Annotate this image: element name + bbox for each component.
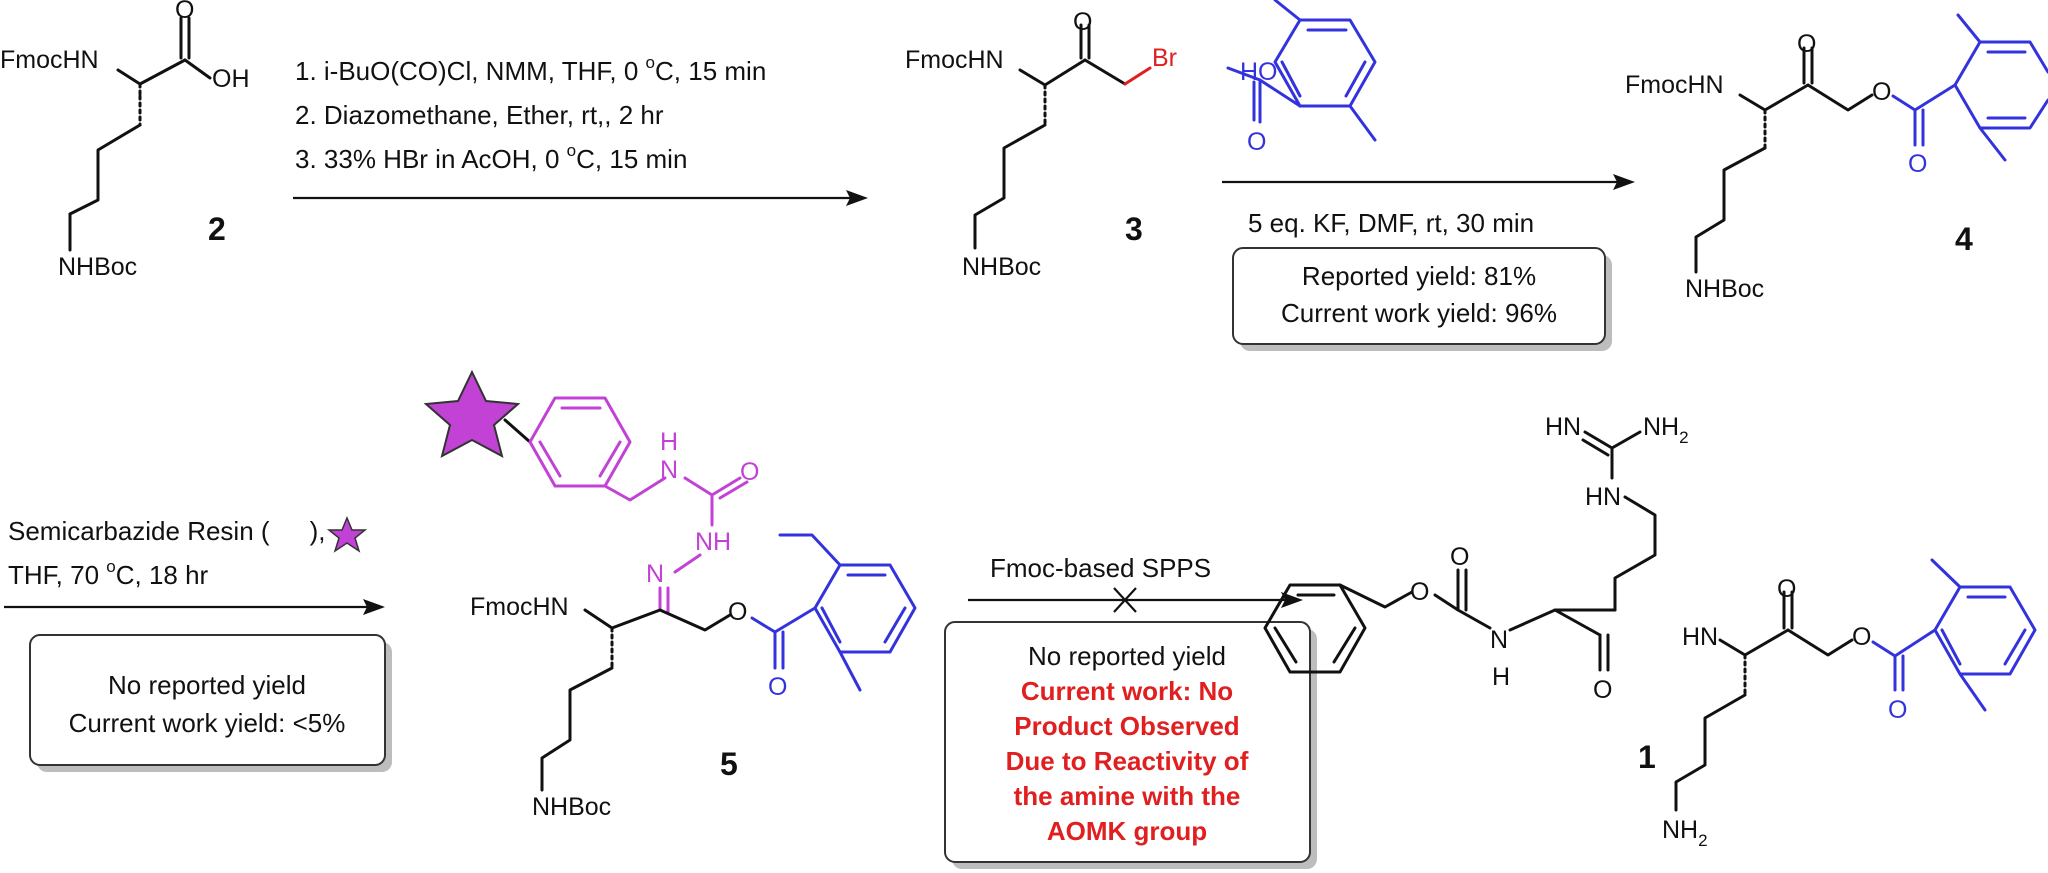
step4-result-line1: Current work: No (1021, 676, 1233, 706)
compound-5: H N O NH N FmocHN O O NHBoc 5 (423, 369, 917, 821)
bromine-label: Br (1152, 44, 1177, 72)
carbamate-carbonyl-o-label: O (1450, 543, 1469, 571)
step4-yield-box (944, 621, 1311, 863)
amide-o-label: O (1593, 676, 1612, 704)
step4-conditions: Fmoc-based SPPS (990, 553, 1211, 583)
ketone-o-label: O (1797, 30, 1816, 58)
ester-o-label: O (1852, 623, 1871, 651)
step3-reported-yield: No reported yield (108, 670, 306, 700)
urea-o-label: O (740, 458, 759, 486)
step3-yield-box (29, 634, 386, 766)
fmochn-label: FmocHN (470, 593, 569, 621)
nhboc-label: NHBoc (532, 793, 611, 821)
imine-hn-label: HN (1545, 413, 1581, 441)
carbamate-n-label: N (1490, 626, 1508, 654)
fmochn-label: FmocHN (905, 46, 1004, 74)
step3-line2: THF, 70 oC, 18 hr (8, 557, 209, 590)
ketone-o-label: O (1777, 575, 1796, 603)
ester-carbonyl-o-label: O (1908, 150, 1927, 178)
step-4: Fmoc-based SPPS No reported yield Curren… (944, 553, 1317, 869)
hydrazone-n-label: N (646, 560, 664, 588)
step3-line1: Semicarbazide Resin (), (8, 516, 325, 546)
amide-hn-label: HN (1682, 623, 1718, 651)
fmochn-label: FmocHN (0, 46, 99, 74)
acid-ho-label: HO (1240, 58, 1278, 86)
compound-2-number: 2 (208, 211, 226, 247)
ester-o-label: O (1872, 78, 1891, 106)
failed-reaction-cross-icon (1113, 587, 1137, 613)
step2-conditions: 5 eq. KF, DMF, rt, 30 min (1248, 208, 1534, 238)
urea-h-label: H (660, 428, 678, 456)
nhboc-label: NHBoc (962, 253, 1041, 281)
step-3: Semicarbazide Resin (), THF, 70 oC, 18 h… (4, 516, 392, 772)
lysine-nh2-label: NH2 (1662, 816, 1708, 850)
step2-reported-yield: Reported yield: 81% (1302, 261, 1536, 291)
step2-yield-box (1232, 247, 1606, 345)
resin-star-icon (326, 516, 368, 553)
ester-carbonyl-o-label: O (768, 673, 787, 701)
guanidine-hn-label: HN (1585, 483, 1621, 511)
hydrazide-nh-label: NH (695, 528, 731, 556)
compound-4-number: 4 (1955, 221, 1973, 257)
ketone-o-label: O (1073, 8, 1092, 36)
compound-4: FmocHN O O O NHBoc 4 (1625, 13, 2048, 303)
carbamate-h-label: H (1492, 663, 1510, 691)
step4-result-line5: AOMK group (1047, 816, 1207, 846)
carbonyl-o-label: O (175, 0, 194, 24)
resin-bead-star-icon (423, 369, 521, 458)
step4-reported-yield: No reported yield (1028, 641, 1226, 671)
fmochn-label: FmocHN (1625, 71, 1724, 99)
step2-current-yield: Current work yield: 96% (1281, 298, 1557, 328)
step1-line2: 2. Diazomethane, Ether, rt,, 2 hr (295, 100, 664, 130)
urea-n-label: N (660, 456, 678, 484)
nhboc-label: NHBoc (1685, 275, 1764, 303)
nhboc-label: NHBoc (58, 253, 137, 281)
step4-result-line4: the amine with the (1014, 781, 1241, 811)
step1-line1: 1. i-BuO(CO)Cl, NMM, THF, 0 oC, 15 min (295, 53, 766, 86)
step4-result-line2: Product Observed (1014, 711, 1239, 741)
compound-3: FmocHN O Br NHBoc 3 (905, 8, 1177, 281)
dimethylbenzoic-acid: HO O (1226, 0, 1377, 156)
compound-1: HN NH2 HN O O N H O HN O O O NH2 1 (1263, 413, 2037, 850)
compound-2: FmocHN O OH NHBoc 2 (0, 0, 250, 281)
step-1: 1. i-BuO(CO)Cl, NMM, THF, 0 oC, 15 min 2… (293, 53, 868, 206)
step1-line3: 3. 33% HBr in AcOH, 0 oC, 15 min (295, 141, 687, 174)
step4-result-line3: Due to Reactivity of (1006, 746, 1249, 776)
ester-o-label: O (728, 598, 747, 626)
carbamate-o-label: O (1410, 578, 1429, 606)
compound-5-number: 5 (720, 746, 738, 782)
ester-carbonyl-o-label: O (1888, 696, 1907, 724)
compound-3-number: 3 (1125, 211, 1143, 247)
step3-current-yield: Current work yield: <5% (69, 708, 346, 738)
hydroxyl-label: OH (212, 65, 250, 93)
acid-o-label: O (1247, 128, 1266, 156)
step-2: 5 eq. KF, DMF, rt, 30 min Reported yield… (1222, 174, 1635, 351)
compound-1-number: 1 (1638, 739, 1656, 775)
guanidine-nh2-label: NH2 (1643, 413, 1689, 447)
